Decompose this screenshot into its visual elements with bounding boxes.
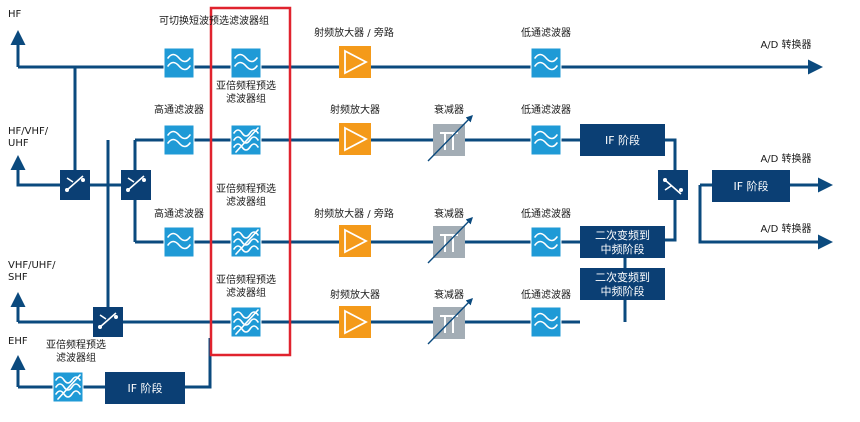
attenuator-label: 衰减器 [434, 103, 464, 116]
filter-block [163, 226, 195, 258]
filter-block [530, 47, 562, 79]
suboctave-bank-label: 亚倍频程预选 [216, 273, 276, 286]
attenuator-block [427, 297, 473, 345]
input-label-vhf-uhf-shf: VHF/UHF/ [8, 260, 56, 271]
rf-amp-bypass-label: 射频放大器 / 旁路 [314, 26, 394, 39]
signal-lines [10, 30, 833, 389]
attenuator-block [427, 114, 473, 162]
filter-bank-block [230, 306, 262, 338]
amplifier-block [339, 306, 371, 338]
suboctave-bank-label: 滤波器组 [226, 92, 266, 105]
switchable-filter-bank-label: 可切换短波预选滤波器组 [159, 14, 269, 27]
second-conversion-block: 二次变频到 中频阶段 [580, 268, 665, 300]
if-stage-label: IF 阶段 [733, 179, 768, 193]
highpass-label: 高通滤波器 [154, 207, 204, 220]
suboctave-bank-label: 亚倍频程预选 [216, 182, 276, 195]
ad-converter-label: A/D 转换器 [760, 38, 811, 51]
rf-switch [93, 307, 123, 337]
filter-block [163, 47, 195, 79]
second-conv-label: 二次变频到 [595, 270, 650, 284]
second-conv-label: 中频阶段 [601, 284, 645, 298]
rf-amp-bypass-label: 射频放大器 / 旁路 [314, 207, 394, 220]
filter-block [530, 124, 562, 156]
amplifier-block [339, 225, 371, 257]
suboctave-bank-label: 亚倍频程预选 [46, 338, 106, 351]
rf-switch [658, 170, 688, 200]
if-stage-label: IF 阶段 [127, 381, 162, 395]
input-label-hf-vhf-uhf: HF/VHF/ [8, 126, 49, 137]
input-label-hf-vhf-uhf: UHF [8, 138, 29, 149]
filter-block [530, 306, 562, 338]
filter-bank-block [52, 371, 84, 403]
filter-bank-block [230, 124, 262, 156]
rf-switch [121, 170, 151, 200]
if-stage-label: IF 阶段 [605, 133, 640, 147]
second-conv-label: 二次变频到 [595, 228, 650, 242]
lowpass-label: 低通滤波器 [521, 288, 571, 301]
filter-block [163, 124, 195, 156]
second-conversion-block: 二次变频到 中频阶段 [580, 226, 665, 258]
suboctave-bank-label: 滤波器组 [226, 195, 266, 208]
ad-converter-label: A/D 转换器 [760, 152, 811, 165]
ad-converter-label: A/D 转换器 [760, 222, 811, 235]
attenuator-label: 衰减器 [434, 207, 464, 220]
amplifier-block [339, 123, 371, 155]
rf-amp-label: 射频放大器 [330, 103, 380, 116]
amplifier-block [339, 46, 371, 78]
attenuator-block [427, 216, 473, 264]
rf-amp-label: 射频放大器 [330, 288, 380, 301]
input-label-vhf-uhf-shf: SHF [8, 272, 28, 283]
lowpass-label: 低通滤波器 [521, 207, 571, 220]
filter-block [530, 226, 562, 258]
lowpass-label: 低通滤波器 [521, 103, 571, 116]
second-conv-label: 中频阶段 [601, 242, 645, 256]
input-label-hf: HF [8, 9, 22, 20]
rf-switch [60, 170, 90, 200]
input-label-ehf: EHF [8, 336, 28, 347]
suboctave-bank-label: 滤波器组 [226, 286, 266, 299]
suboctave-bank-label: 滤波器组 [56, 351, 96, 364]
attenuator-label: 衰减器 [434, 288, 464, 301]
if-stage-block: IF 阶段 [105, 372, 185, 404]
highpass-label: 高通滤波器 [154, 103, 204, 116]
filter-bank-block [230, 226, 262, 258]
suboctave-bank-label: 亚倍频程预选 [216, 79, 276, 92]
filter-bank-highlight [209, 6, 292, 357]
filter-block [230, 47, 262, 79]
if-stage-block: IF 阶段 [712, 170, 790, 202]
lowpass-label: 低通滤波器 [521, 26, 571, 39]
if-stage-block: IF 阶段 [580, 124, 665, 156]
